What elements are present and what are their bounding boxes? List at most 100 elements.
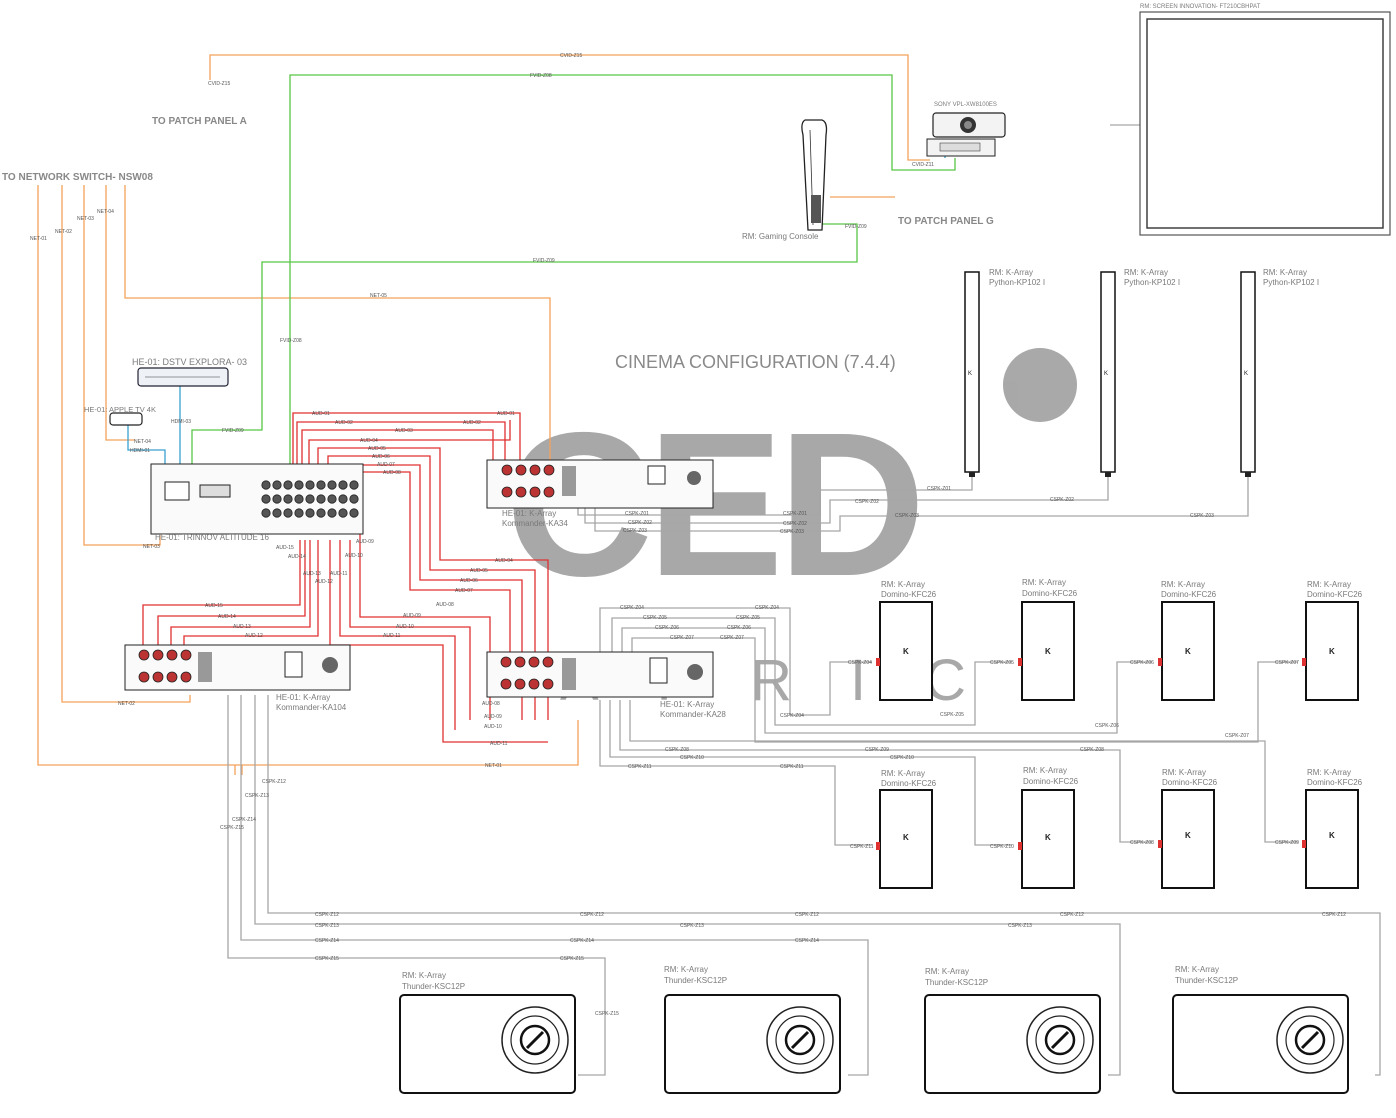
python-speaker-1: K RM: K-Array Python-KP102 I: [964, 268, 1045, 477]
label-aud-10: AUD-10: [396, 624, 414, 630]
domino-5-label-1: RM: K-Array: [881, 769, 925, 778]
diagram-title: CINEMA CONFIGURATION (7.4.4): [615, 352, 896, 372]
label-cvid-z15b: CVID-Z15: [208, 81, 230, 87]
label-aud-01b: AUD-01: [497, 411, 515, 417]
connector-jack: [500, 678, 512, 690]
connector-jack: [528, 678, 540, 690]
domino-speaker-8: K RM: K-Array Domino-KFC26: [1302, 768, 1363, 889]
trinnov-processor: HE-01: TRINNOV ALTITUDE 16: [150, 463, 364, 542]
domino-4-label-2: Domino-KFC26: [1307, 590, 1363, 599]
label-cspk-z11b: CSPK-Z11: [780, 764, 804, 770]
connector-jack: [349, 480, 359, 490]
label-aud-04b: AUD-04: [495, 558, 513, 564]
label-aud-13: AUD-13: [233, 624, 251, 630]
label-cspk-z10: CSPK-Z10: [890, 755, 914, 761]
label-aud-02: AUD-02: [335, 420, 353, 426]
label-cspk-z10c: CSPK-Z10: [680, 755, 704, 761]
ka104-label-1: HE-01: K-Array: [276, 693, 330, 702]
label-cspk-z06d: CSPK-Z06: [1130, 660, 1154, 666]
ka34-label-2: Kommander-KA34: [502, 519, 568, 528]
domino-speaker-7: K RM: K-Array Domino-KFC26: [1158, 768, 1218, 889]
label-cspk-z04c: CSPK-Z04: [780, 713, 804, 719]
label-cspk-z12f: CSPK-Z12: [1322, 912, 1346, 918]
label-fvid-z08b: FVID-Z08: [280, 338, 302, 344]
trinnov-label: HE-01: TRINNOV ALTITUDE 16: [155, 533, 270, 542]
domino-speaker-3: K RM: K-Array Domino-KFC26: [1158, 580, 1217, 701]
thunder-subwoofers: RM: K-Array Thunder-KSC12P RM: K-Array T…: [399, 965, 1349, 1094]
label-cspk-z14b: CSPK-Z14: [315, 938, 339, 944]
connector-jack: [529, 464, 541, 476]
python-1-label-1: RM: K-Array: [989, 268, 1033, 277]
label-aud-07: AUD-07: [377, 462, 395, 468]
thunder-sub-4: RM: K-Array Thunder-KSC12P: [1172, 965, 1349, 1094]
svg-text:K: K: [1329, 831, 1335, 840]
connector-jack: [180, 671, 192, 683]
svg-text:K: K: [1045, 647, 1051, 656]
dstv-decoder: HE-01: DSTV EXPLORA- 03: [132, 357, 247, 387]
projector-label: SONY VPL-XW8100ES: [934, 102, 997, 108]
domino-8-label-2: Domino-KFC26: [1307, 778, 1363, 787]
python-2-label-2: Python-KP102 I: [1124, 278, 1180, 287]
label-cspk-z04d: CSPK-Z04: [848, 660, 872, 666]
label-fvid-z08: FVID-Z08: [530, 73, 552, 79]
connector-jack: [327, 494, 337, 504]
domino-speaker-2: K RM: K-Array Domino-KFC26: [1018, 578, 1078, 701]
amp-ka34: HE-01: K-Array Kommander-KA34: [486, 459, 714, 528]
label-cspk-z05b: CSPK-Z05: [736, 615, 760, 621]
header-patch-panel-a: TO PATCH PANEL A: [152, 116, 247, 127]
connector-jack: [542, 656, 554, 668]
domino-speaker-5: K RM: K-Array Domino-KFC26: [876, 769, 937, 889]
label-cspk-z12e: CSPK-Z12: [1060, 912, 1084, 918]
connector-jack: [166, 671, 178, 683]
connector-jack: [327, 480, 337, 490]
domino-2-label-2: Domino-KFC26: [1022, 589, 1078, 598]
label-net-04b: NET-04: [134, 439, 151, 445]
python-3-label-2: Python-KP102 I: [1263, 278, 1319, 287]
connector-jack: [294, 480, 304, 490]
label-net-03: NET-03: [77, 216, 94, 222]
label-aud-05b: AUD-05: [470, 568, 488, 574]
connector-jack: [528, 656, 540, 668]
speaker-wires: [227, 124, 1381, 1076]
connector-jack: [261, 508, 271, 518]
domino-7-label-2: Domino-KFC26: [1162, 778, 1218, 787]
ka34-label-1: HE-01: K-Array: [502, 509, 556, 518]
domino-2-label-1: RM: K-Array: [1022, 578, 1066, 587]
connector-jack: [305, 480, 315, 490]
label-aud-09: AUD-09: [403, 613, 421, 619]
label-cspk-z12d: CSPK-Z12: [795, 912, 819, 918]
connector-jack: [305, 508, 315, 518]
label-aud-01: AUD-01: [312, 411, 330, 417]
label-net-05: NET-05: [370, 293, 387, 299]
label-aud-12b: AUD-12: [315, 579, 333, 585]
label-aud-03: AUD-03: [395, 428, 413, 434]
label-cspk-z13c: CSPK-Z13: [680, 923, 704, 929]
label-aud-05: AUD-05: [368, 446, 386, 452]
label-cspk-z05d: CSPK-Z05: [990, 660, 1014, 666]
label-cspk-z08c: CSPK-Z08: [1130, 840, 1154, 846]
domino-7-label-1: RM: K-Array: [1162, 768, 1206, 777]
label-cspk-z02d: CSPK-Z02: [783, 521, 807, 527]
domino-6-label-1: RM: K-Array: [1023, 766, 1067, 775]
label-cspk-z08: CSPK-Z08: [665, 747, 689, 753]
label-hdmi-03: HDMI-03: [171, 419, 191, 425]
connector-jack: [543, 464, 555, 476]
python-speaker-2: K RM: K-Array Python-KP102 I: [1100, 268, 1180, 477]
label-fvid-z09b: FVID-Z09: [845, 224, 867, 230]
label-cspk-z01b: CSPK-Z01: [625, 511, 649, 517]
screen-label: RM: SCREEN INNOVATION- FT210CBHPAT: [1140, 4, 1261, 10]
python-3-label-1: RM: K-Array: [1263, 268, 1307, 277]
connector-jack: [542, 678, 554, 690]
connector-jack: [327, 508, 337, 518]
label-cspk-z05: CSPK-Z05: [643, 615, 667, 621]
label-aud-13b: AUD-13: [303, 571, 321, 577]
amp-ka104: HE-01: K-Array Kommander-KA104: [124, 644, 351, 712]
label-cspk-z04: CSPK-Z04: [620, 605, 644, 611]
connector-jack: [338, 494, 348, 504]
label-net-01: NET-01: [30, 236, 47, 242]
connector-jack: [501, 464, 513, 476]
label-aud-06: AUD-06: [372, 454, 390, 460]
domino-4-label-1: RM: K-Array: [1307, 580, 1351, 589]
label-aud-14: AUD-14: [218, 614, 236, 620]
label-aud-11b: AUD-11: [490, 741, 508, 747]
